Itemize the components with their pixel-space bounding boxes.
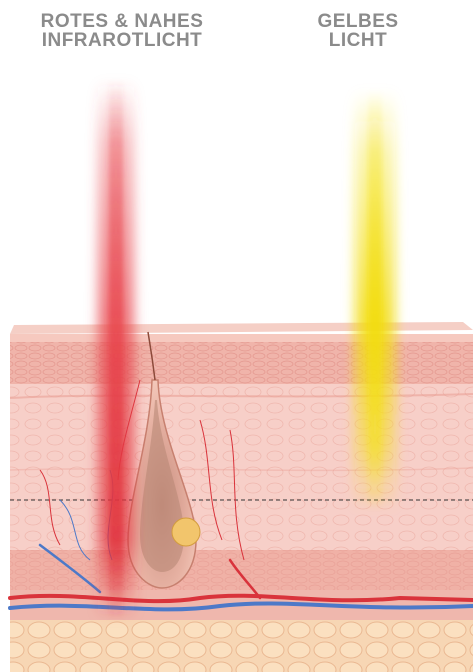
sebaceous-gland bbox=[172, 518, 200, 546]
red-nir-light-beam bbox=[98, 80, 134, 620]
skin-top-face bbox=[10, 322, 473, 334]
yellow-light-beam bbox=[355, 90, 395, 510]
